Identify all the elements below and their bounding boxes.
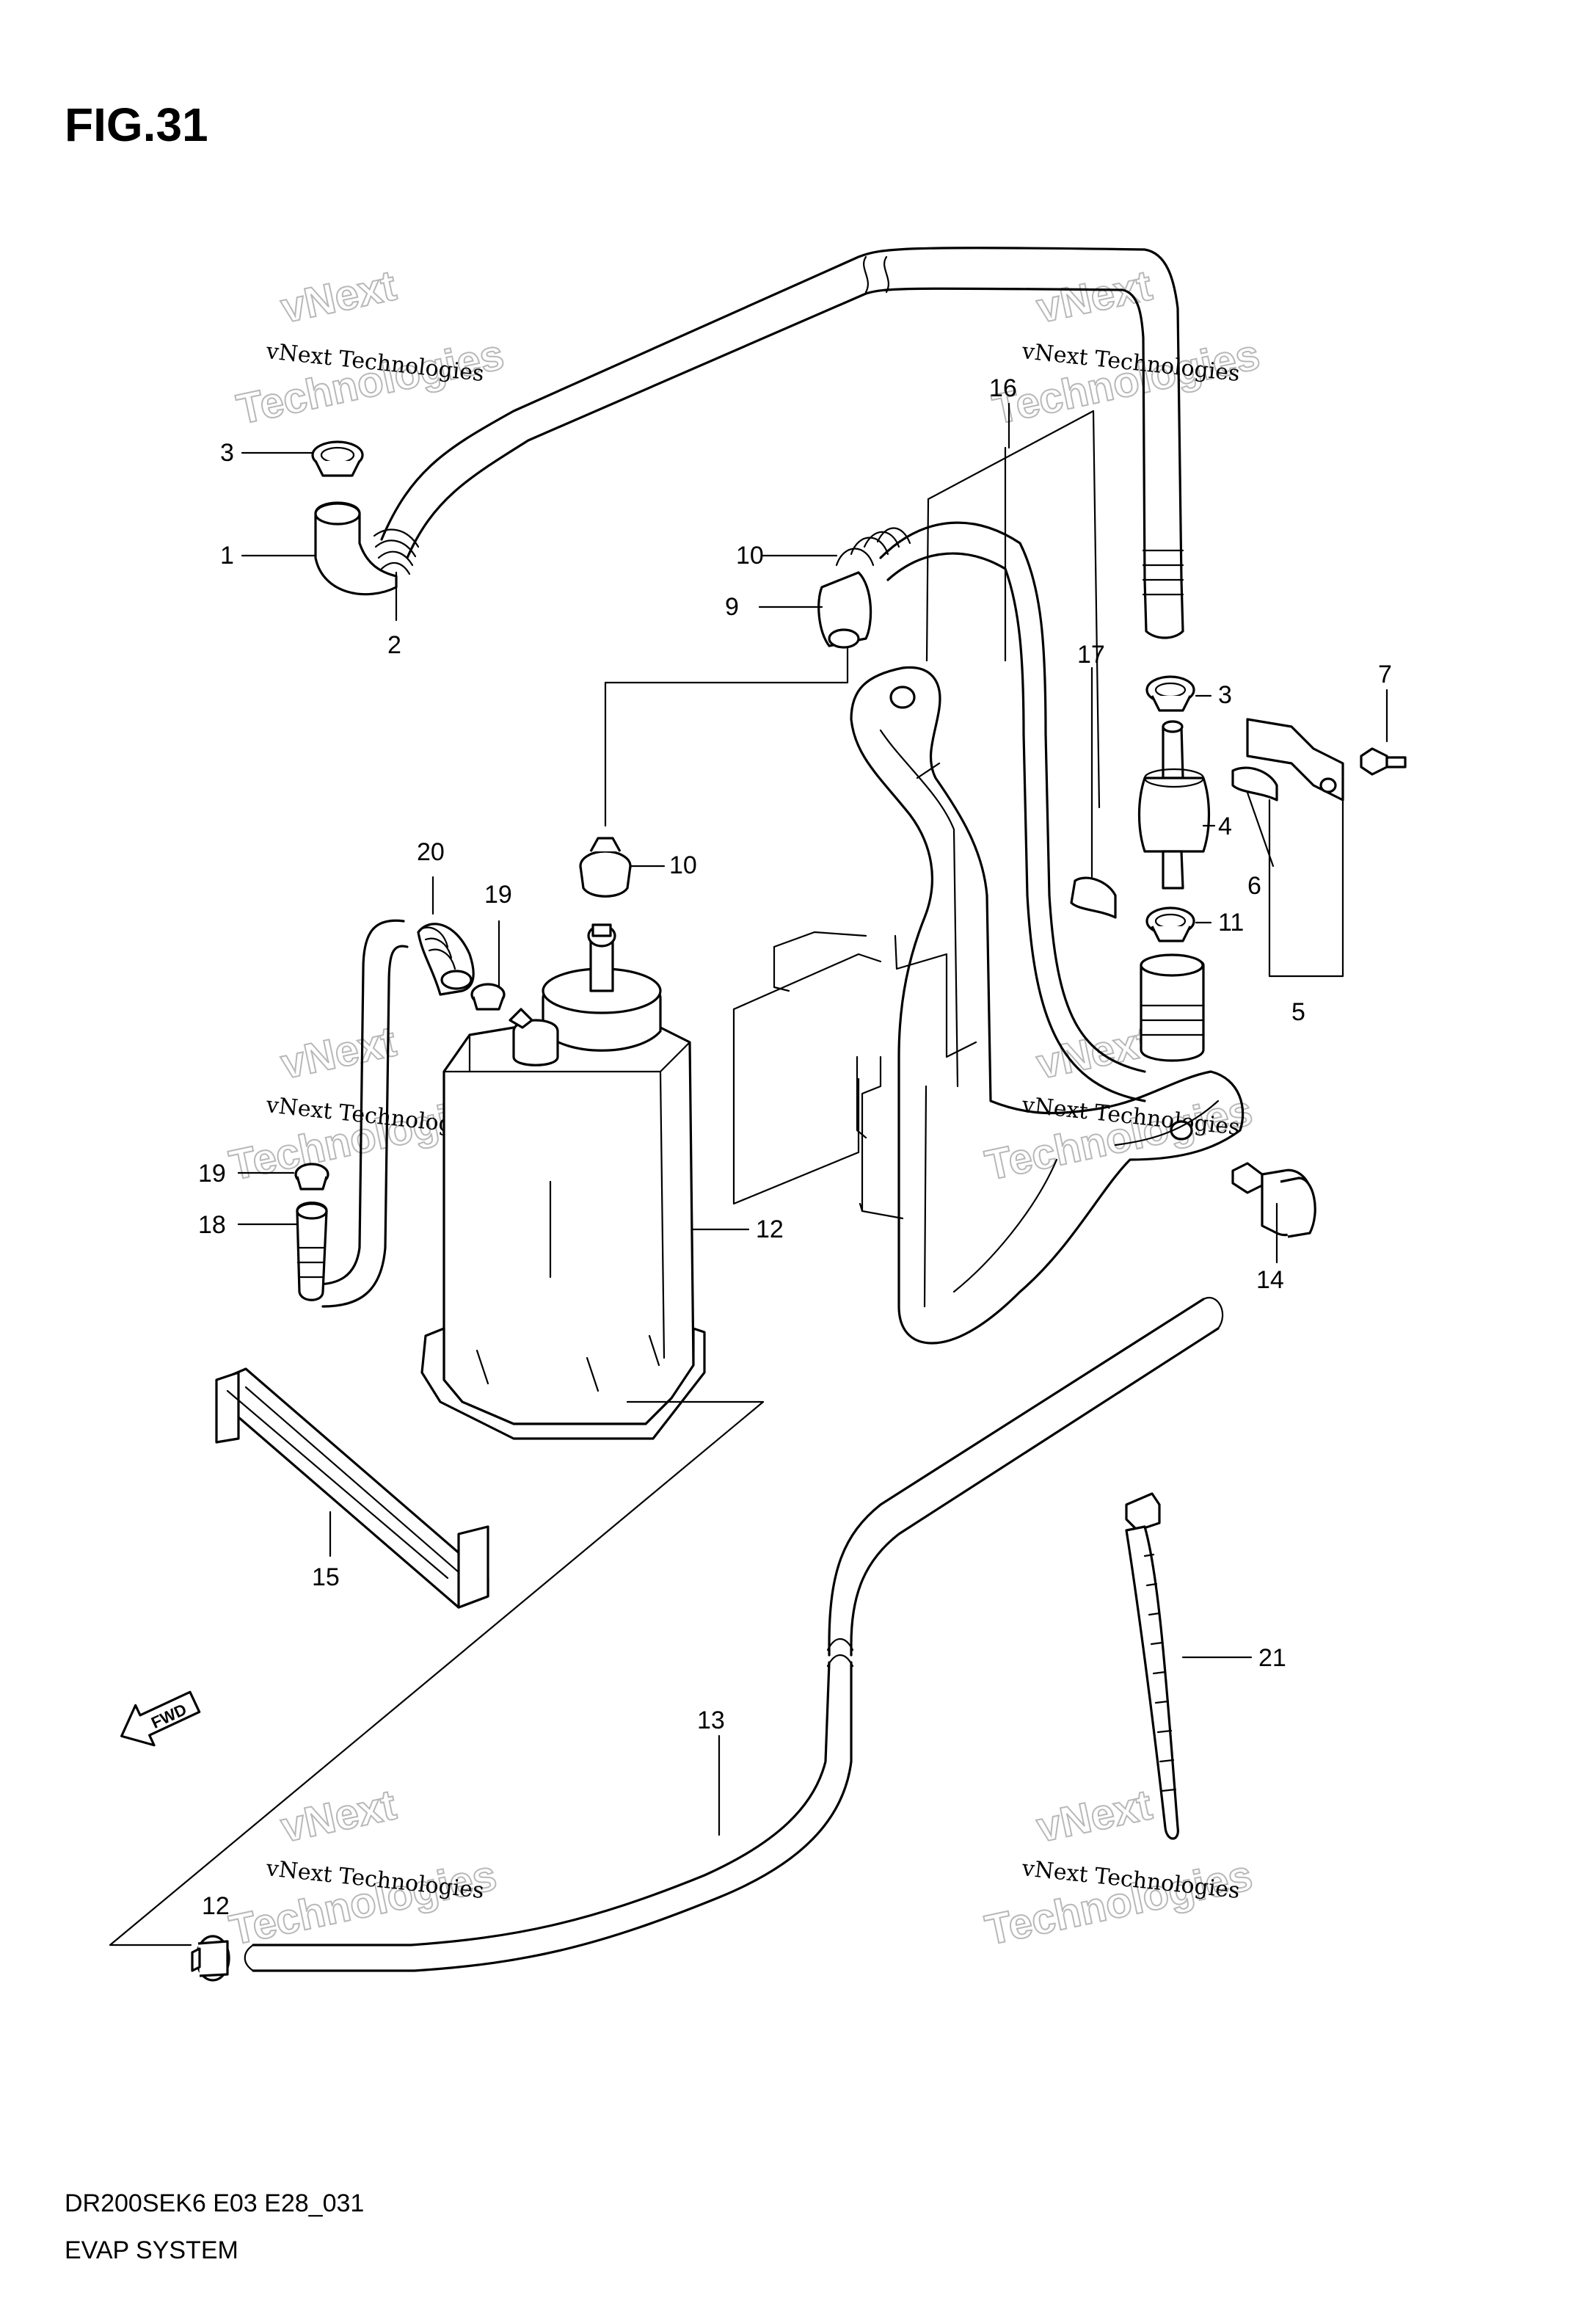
callout-16: 16	[989, 374, 1017, 402]
canister-hose	[835, 521, 1146, 1102]
callout-21: 21	[1258, 1644, 1286, 1672]
heat-shield-plate	[925, 410, 1101, 809]
watermark-bottom-right: vNext Technologies vNext Technologies	[980, 1780, 1257, 1955]
long-vent-hose	[373, 247, 1184, 639]
forward-arrow-icon: FWD	[120, 1690, 201, 1747]
watermark-text: vNext	[1032, 1781, 1156, 1851]
callout-5: 5	[1291, 998, 1305, 1026]
hose-clamp	[311, 440, 364, 477]
hose-guide-tab	[1070, 876, 1117, 919]
bracket-plate	[732, 931, 977, 1220]
callout-9: 10	[736, 542, 764, 570]
watermark-top-left: vNext Technologies vNext Technologies	[232, 261, 509, 434]
callout-15: 15	[312, 1563, 340, 1591]
hose-fitting	[296, 1202, 328, 1301]
evap-canister	[420, 923, 706, 1440]
hose-clamp	[579, 837, 632, 898]
callout-11: 12	[756, 1215, 784, 1243]
watermark-text: vNext	[1032, 261, 1156, 332]
callout-4: 4	[1218, 813, 1232, 840]
callout-7: 7	[1378, 661, 1392, 688]
connector-line	[604, 646, 849, 827]
drain-hose	[314, 919, 475, 1308]
callout-14: 14	[1256, 1266, 1284, 1294]
hose-clamp	[470, 983, 506, 1011]
callout-19: 19	[484, 881, 512, 909]
valve-bracket	[1231, 718, 1344, 978]
callout-6: 6	[1247, 872, 1261, 900]
hose-clamp	[1145, 906, 1195, 942]
callout-3b: 3	[1218, 681, 1232, 709]
cable-tie	[1125, 1492, 1179, 1840]
watermark-text: vNext	[277, 261, 400, 332]
callout-13: 12	[202, 1892, 230, 1920]
callout-8: 9	[725, 593, 739, 621]
hose-clamp	[1145, 675, 1195, 712]
callout-3: 3	[220, 439, 234, 467]
watermark-top-right: vNext Technologies vNext Technologies	[988, 261, 1264, 434]
figure-name: EVAP SYSTEM	[65, 2236, 238, 2264]
watermark-bottom-left: vNext Technologies vNext Technologies	[225, 1780, 501, 1955]
callout-2: 2	[387, 631, 401, 659]
callout-10: 10	[669, 851, 697, 879]
short-hose	[1140, 953, 1205, 1062]
hose-clamp	[191, 1935, 230, 1982]
assembly-line	[109, 1400, 765, 1946]
callout-1: 1	[220, 542, 234, 570]
callout-17: 17	[1077, 641, 1105, 669]
leader-lines	[237, 402, 1388, 1836]
callout-labels: 3 1 2 10 9 16 17 3 4 11 6 5 7 10 19 20 1…	[198, 374, 1392, 1920]
bolt-grommet	[1231, 1162, 1316, 1238]
rollover-valve	[1137, 720, 1211, 890]
callout-20: 20	[417, 838, 445, 866]
figure-code: DR200SEK6 E03 E28_031	[65, 2189, 364, 2217]
callout-19b: 19	[198, 1160, 226, 1188]
elbow-fitting	[314, 501, 398, 596]
figure-title: FIG.31	[65, 98, 208, 151]
long-drain-hose	[244, 1296, 1224, 1972]
canister-band	[215, 1367, 489, 1609]
hose-fitting	[817, 571, 872, 649]
callout-18: 18	[198, 1211, 226, 1239]
hose-clamp	[294, 1163, 329, 1190]
screw	[1360, 747, 1407, 776]
watermark-text: vNext	[277, 1017, 400, 1088]
mounting-bracket	[850, 666, 1245, 1345]
callout-12: 13	[697, 1706, 725, 1734]
callout-10b: 11	[1218, 909, 1244, 937]
